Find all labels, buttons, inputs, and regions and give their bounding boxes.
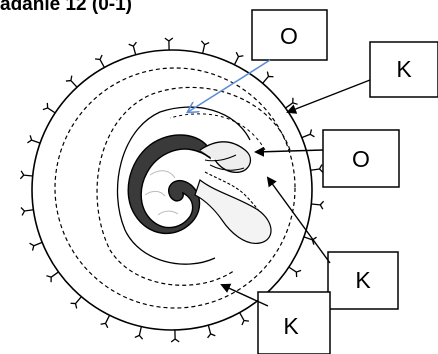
amnion-spiral-solid: [116, 106, 251, 265]
embryo-texture: [144, 170, 179, 216]
label-2-text: K: [396, 56, 412, 82]
villus: [42, 102, 56, 114]
label-box-1: [251, 9, 328, 61]
yolk-sac: [194, 178, 272, 244]
villus: [301, 129, 315, 139]
dashed-inner-ring: [54, 67, 296, 309]
villus: [311, 200, 325, 210]
villus: [239, 312, 250, 326]
label-4-text: K: [355, 267, 371, 293]
villus: [27, 135, 41, 144]
villus: [70, 296, 82, 309]
villus: [19, 170, 33, 180]
allantois: [204, 171, 271, 226]
pointer-arrow-3: [254, 146, 324, 157]
villus: [134, 326, 144, 340]
amnion-spiral-dashed: [96, 86, 291, 286]
villus: [20, 207, 34, 216]
villus: [46, 271, 59, 283]
pointer-arrow-4: [266, 176, 331, 264]
villus: [288, 266, 302, 278]
embryo-body: [127, 134, 211, 235]
chorion-fold-dashed: [169, 113, 266, 151]
villus: [29, 241, 43, 251]
villus: [128, 41, 137, 55]
pointer-arrow-1: [188, 59, 271, 112]
villus: [164, 37, 174, 51]
label-box-5: [257, 291, 331, 354]
villus: [200, 40, 210, 54]
task-title: adanie 12 (0-1): [0, 0, 132, 15]
villus: [262, 71, 274, 84]
pointer-arrow-5: [220, 283, 269, 307]
villus: [65, 75, 78, 88]
label-box-3: [322, 129, 400, 188]
label-1-text: O: [280, 23, 298, 49]
label-box-2: [369, 41, 438, 98]
pointer-arrow-2: [286, 79, 371, 114]
villus: [207, 325, 216, 339]
villus: [310, 164, 324, 173]
connecting-stalk: [199, 141, 252, 174]
villus: [285, 97, 298, 109]
stalk-lines: [204, 154, 245, 171]
villus: [170, 329, 180, 343]
villus: [233, 51, 244, 65]
label-5-text: K: [283, 313, 299, 339]
villus: [100, 315, 111, 329]
label-3-text: O: [352, 146, 370, 172]
label-box-4: [327, 251, 399, 310]
outer-membrane: [31, 49, 313, 331]
villus: [94, 54, 105, 68]
